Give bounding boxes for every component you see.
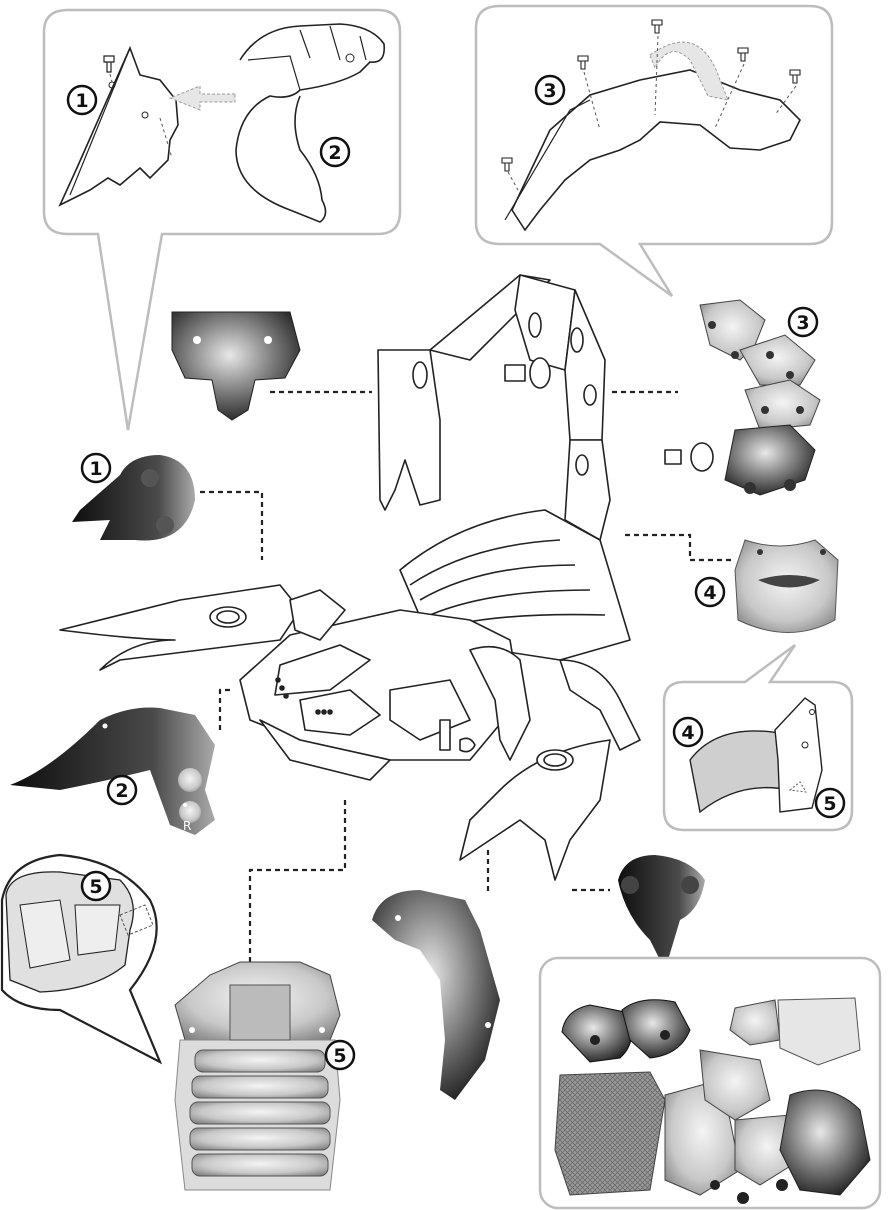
badge-1-bubble: 1: [68, 86, 96, 114]
badge-5-bubble-right-text: 5: [823, 793, 836, 815]
part-right-claw-arm: [372, 890, 500, 1100]
badge-2-part-text: 2: [115, 780, 128, 802]
badge-3-part-text: 3: [796, 312, 809, 334]
parts-kit-panel: [540, 958, 880, 1208]
part-right-claw-tip: [618, 855, 705, 970]
badge-5-bubble-left-text: 5: [89, 876, 102, 898]
detail-bubble-tail: [476, 6, 832, 296]
part-4-joint: [735, 540, 838, 633]
badge-1-bubble-text: 1: [75, 90, 88, 112]
badge-5-bubble-right: 5: [816, 789, 844, 817]
badge-5-part-text: 5: [333, 1045, 346, 1067]
badge-3-bubble-text: 3: [543, 80, 556, 102]
part-5-body-shell: [175, 962, 340, 1190]
badge-1-part: 1: [82, 454, 110, 482]
badge-4-bubble-text: 4: [681, 722, 694, 744]
badge-1-part-text: 1: [89, 458, 102, 480]
part-2-claw-arm: R: [10, 708, 215, 836]
part-head-mask: [172, 312, 300, 420]
badge-4-part-text: 4: [703, 582, 716, 604]
badge-3-bubble: 3: [536, 76, 564, 104]
badge-4-bubble: 4: [674, 718, 702, 746]
badge-5-part: 5: [326, 1041, 354, 1069]
badge-4-part: 4: [696, 578, 724, 606]
badge-2-part: 2: [108, 776, 136, 804]
badge-2-bubble: 2: [321, 138, 349, 166]
badge-3-part: 3: [789, 308, 817, 336]
badge-2-bubble-text: 2: [328, 142, 341, 164]
badge-5-bubble-left: 5: [82, 872, 110, 900]
part-mark-r: R: [183, 819, 191, 833]
